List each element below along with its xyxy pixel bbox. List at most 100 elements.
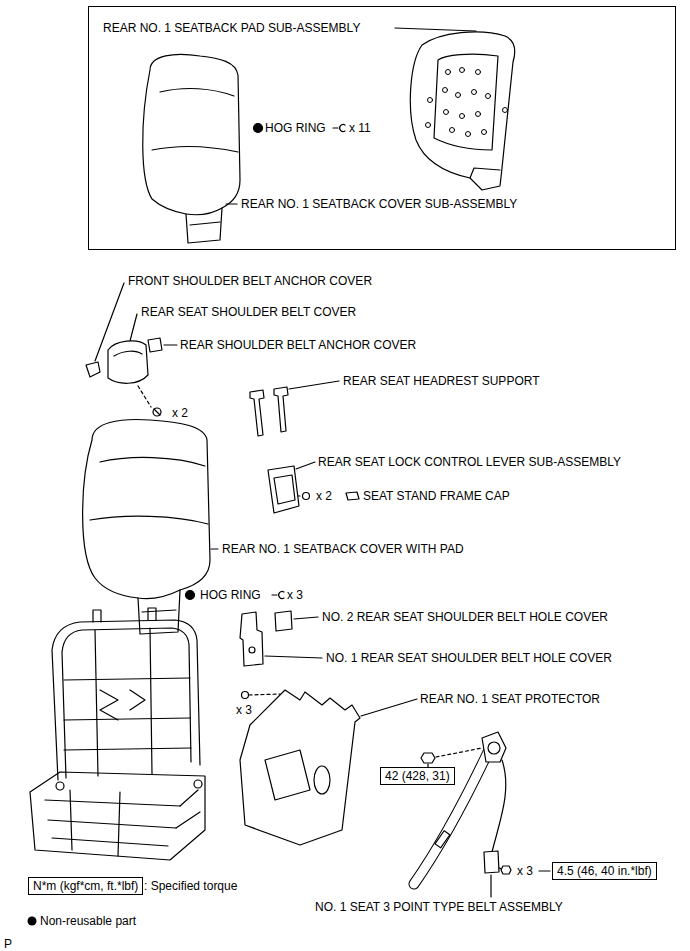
belt-wire <box>492 760 506 852</box>
protector-detail <box>314 766 330 794</box>
part-name: REAR SEAT LOCK CONTROL LEVER SUB-ASSEMBL… <box>318 455 621 469</box>
quantity: x 3 <box>236 703 252 717</box>
screw-path <box>298 495 302 496</box>
nut <box>421 753 435 763</box>
seatback-cover <box>143 54 240 243</box>
belt-cover-detail <box>114 351 142 356</box>
hog-ring-symbol <box>333 125 345 132</box>
hog-ring-symbol <box>272 592 284 599</box>
seatback-seam <box>142 610 176 612</box>
belt-retractor <box>488 742 500 754</box>
part-name: REAR SEAT HEADREST SUPPORT <box>343 374 540 388</box>
part-name: REAR NO. 1 SEATBACK PAD SUB-ASSEMBLY <box>103 21 360 35</box>
quantity: x 3 <box>287 588 303 602</box>
screw-path <box>138 386 151 407</box>
quantity: x 2 <box>172 406 188 420</box>
seat-frame <box>30 608 205 860</box>
rear-anchor-cover <box>148 338 162 352</box>
screw <box>154 409 160 415</box>
legend-text: : Specified torque <box>144 879 237 893</box>
quantity: x 3 <box>517 864 533 878</box>
part-name: REAR NO. 1 SEATBACK COVER SUB-ASSEMBLY <box>241 197 517 211</box>
cover-seam <box>160 89 234 96</box>
belt-retractor <box>482 732 506 762</box>
cover-seam <box>152 146 238 152</box>
leader-line <box>130 314 137 341</box>
belt-cover <box>108 341 148 383</box>
cover-skirt <box>190 222 220 225</box>
pad-channel <box>470 168 500 178</box>
part-name: FRONT SHOULDER BELT ANCHOR COVER <box>128 274 372 288</box>
frame-cap <box>346 492 359 500</box>
cover-outline <box>143 54 240 243</box>
part-name: HOG RING <box>200 588 261 602</box>
part-name: x 11 <box>349 121 371 135</box>
pad-channel <box>434 54 498 150</box>
leader-line <box>289 381 339 389</box>
sheet-code: P <box>4 937 12 951</box>
non-reusable-dot <box>186 591 195 600</box>
hole-cover-no1 <box>240 612 263 666</box>
torque-value: N*m (kgf*cm, ft.*lbf) <box>33 879 138 893</box>
part-name: REAR SEAT SHOULDER BELT COVER <box>141 305 356 319</box>
headrest-support <box>250 390 264 436</box>
legend-item: Non-reusable part <box>26 914 136 928</box>
part-name: SEAT STAND FRAME CAP <box>363 489 510 503</box>
seatback-pad <box>410 32 514 190</box>
seat-protector <box>240 690 360 845</box>
screw <box>242 692 249 699</box>
legend-text: Non-reusable part <box>40 914 136 928</box>
screw <box>303 493 310 500</box>
legend-torque-box: N*m (kgf*cm, ft.*lbf) <box>28 877 143 895</box>
seatback-seam <box>90 516 208 524</box>
leader-line <box>294 617 318 619</box>
leader-line <box>211 548 218 549</box>
part-name: REAR SHOULDER BELT ANCHOR COVER <box>180 338 416 352</box>
seatback-outline <box>83 420 210 634</box>
leader-line <box>395 28 476 31</box>
non-reusable-dot <box>254 124 263 133</box>
pad-holes <box>426 68 508 137</box>
leader-line <box>226 203 237 204</box>
seatback-cover-with-pad <box>83 420 210 634</box>
seatback-seam <box>100 457 205 466</box>
pad-outline <box>410 32 514 190</box>
lock-lever-detail <box>274 475 295 504</box>
leader-line <box>164 344 177 345</box>
legend-dot <box>26 914 38 928</box>
assembly-frame: REAR NO. 1 SEATBACK PAD SUB-ASSEMBLY HOG … <box>88 6 676 250</box>
seatback-seam <box>138 590 180 599</box>
torque-value: 42 (428, 31) <box>385 769 450 783</box>
lock-lever <box>268 466 299 513</box>
torque-box: 42 (428, 31) <box>380 767 455 785</box>
cover-seam <box>186 208 222 215</box>
nut <box>501 866 511 874</box>
part-name: HOG RING <box>265 121 326 135</box>
torque-box: 4.5 (46, 40 in.*lbf) <box>552 862 657 880</box>
belt-guide <box>435 831 450 848</box>
leader-line <box>539 870 550 871</box>
part-name: NO. 2 REAR SEAT SHOULDER BELT HOLE COVER <box>322 610 608 624</box>
leader-line <box>265 656 322 658</box>
quantity: x 2 <box>316 489 332 503</box>
hole-cover-hole <box>249 647 255 653</box>
bolt-path <box>436 748 482 757</box>
hole-cover-no2 <box>275 611 292 631</box>
headrest-support <box>274 387 288 432</box>
torque-value: 4.5 (46, 40 in.*lbf) <box>557 864 652 878</box>
leader-line <box>490 875 491 897</box>
screw <box>153 408 161 416</box>
leader-line <box>361 699 417 716</box>
part-name: REAR NO. 1 SEAT PROTECTOR <box>420 692 600 706</box>
screw-path <box>249 694 280 695</box>
part-name: NO. 1 REAR SEAT SHOULDER BELT HOLE COVER <box>326 651 612 665</box>
belt-anchor <box>484 851 499 873</box>
part-name: NO. 1 SEAT 3 POINT TYPE BELT ASSEMBLY <box>315 900 563 914</box>
legend-dot <box>28 917 37 926</box>
leader-line <box>296 462 315 469</box>
protector-detail <box>265 750 310 800</box>
